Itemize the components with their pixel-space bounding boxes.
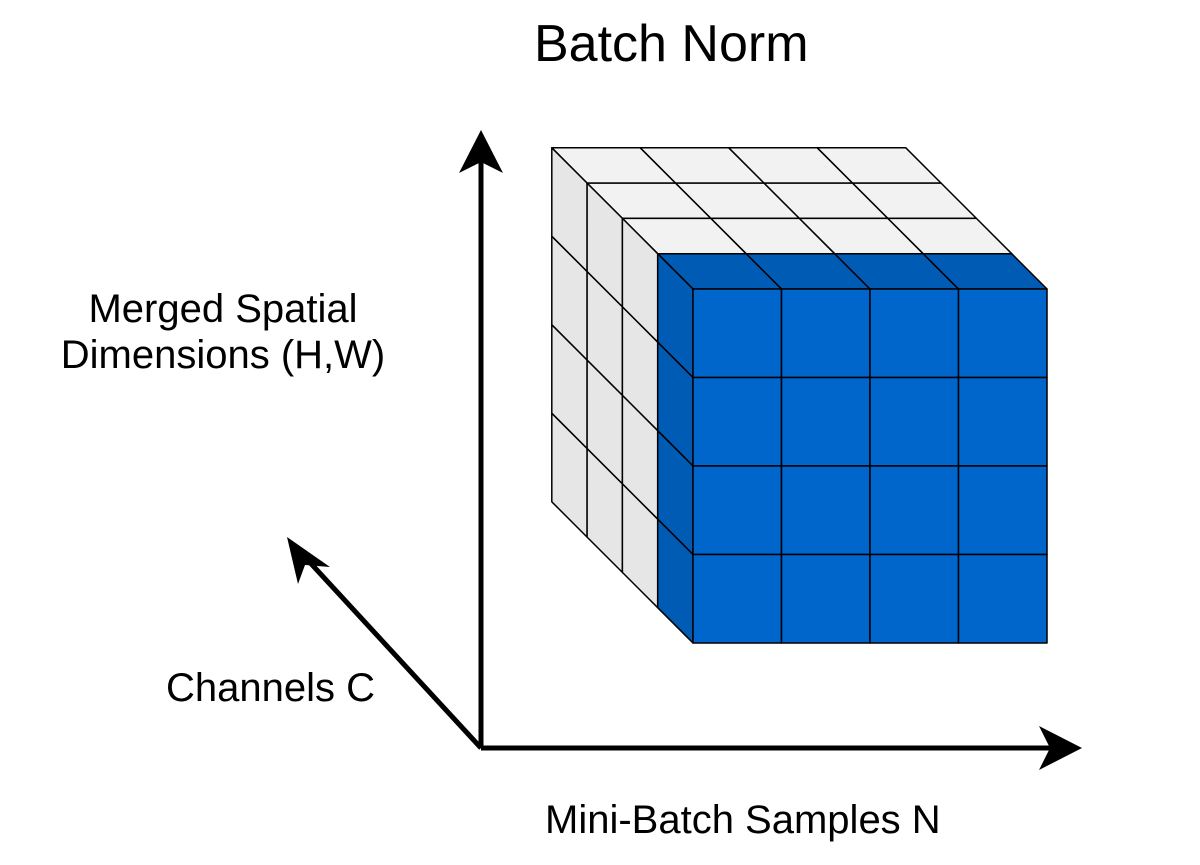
front-face-cell — [869, 288, 960, 379]
horizontal-axis-label: Mini-Batch Samples N — [545, 798, 941, 842]
depth-axis-arrow — [302, 554, 483, 750]
vertical-axis-label: Merged Spatial Dimensions (H,W) — [40, 286, 406, 378]
axes — [302, 148, 1062, 751]
front-face-cell — [692, 288, 783, 379]
front-face-cell — [869, 465, 960, 556]
front-face-cell — [869, 376, 960, 467]
front-face-cell — [957, 288, 1048, 379]
vertical-axis-label-line1: Merged Spatial — [88, 287, 358, 331]
depth-arrowhead — [287, 537, 330, 584]
front-face-cell — [957, 465, 1048, 556]
front-face-cell — [957, 376, 1048, 467]
cube-highlighted-layer — [656, 252, 1048, 644]
arrowheads — [287, 130, 1082, 770]
depth-axis-label: Channels C — [166, 666, 376, 710]
front-face-cell — [869, 553, 960, 644]
front-face-cell — [780, 288, 871, 379]
front-face-cell — [957, 553, 1048, 644]
front-face-cell — [780, 376, 871, 467]
vertical-arrowhead — [459, 130, 503, 173]
cube-gray-layers — [551, 147, 1013, 609]
front-face-cell — [780, 553, 871, 644]
diagram-title: Batch Norm — [534, 15, 809, 73]
front-face-cell — [692, 376, 783, 467]
front-face-cell — [692, 465, 783, 556]
front-face-cell — [692, 553, 783, 644]
vertical-axis-label-line2: Dimensions (H,W) — [60, 333, 386, 377]
front-face-cell — [780, 465, 871, 556]
horizontal-arrowhead — [1039, 726, 1082, 770]
